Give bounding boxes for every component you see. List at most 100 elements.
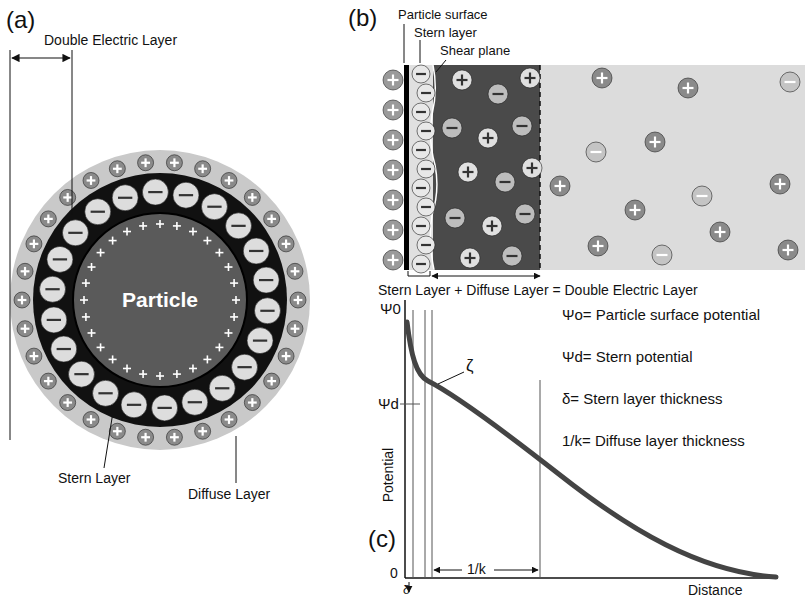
cation-symbol	[287, 263, 303, 279]
axis-value: Ψ0	[380, 300, 401, 317]
cation-symbol	[383, 70, 403, 90]
cation-symbol	[383, 160, 403, 180]
cation-symbol	[14, 292, 30, 308]
part-label: Shear plane	[440, 44, 510, 59]
definition-note: 1/k= Diffuse layer thickness	[562, 432, 745, 449]
anion-symbol	[417, 198, 435, 216]
anion-symbol	[253, 267, 279, 293]
bulk-region	[382, 65, 805, 270]
cation-symbol	[678, 78, 698, 98]
dimension-label: δ	[403, 584, 410, 598]
bracket	[408, 271, 430, 276]
anion-symbol	[488, 84, 508, 104]
cation-symbol	[383, 190, 403, 210]
axis-value: 0	[390, 565, 398, 581]
anion-symbol	[93, 380, 119, 406]
cation-symbol	[244, 395, 260, 411]
anion-symbol	[226, 213, 252, 239]
anion-symbol	[243, 238, 269, 264]
definition-note: Ψo= Particle surface potential	[562, 306, 760, 323]
cation-symbol	[195, 161, 211, 177]
anion-symbol	[247, 328, 273, 354]
anion-symbol	[173, 182, 199, 208]
anion-symbol	[412, 255, 430, 273]
anion-symbol	[412, 179, 430, 197]
anion-symbol	[62, 220, 88, 246]
cation-symbol	[278, 236, 294, 252]
cation-symbol	[522, 158, 542, 178]
cation-symbol	[244, 189, 260, 205]
definition-note: δ= Stern layer thickness	[562, 390, 723, 407]
anion-symbol	[417, 84, 435, 102]
cation-symbol	[645, 132, 665, 152]
dimension-arrow	[12, 57, 70, 58]
stern-layer-ring	[33, 173, 287, 427]
cation-symbol	[109, 423, 125, 439]
leader-line	[420, 40, 421, 63]
cation-symbol	[109, 161, 125, 177]
cation-symbol	[588, 236, 608, 256]
part-label: Stern Layer	[58, 470, 130, 486]
anion-symbol	[692, 186, 712, 206]
panel-letter: (a)	[6, 6, 35, 34]
cation-symbol	[778, 240, 798, 260]
dimension-label: Double Electric Layer	[44, 32, 177, 48]
part-label: Stern layer	[414, 26, 477, 41]
ion-symbols	[14, 155, 306, 445]
particle-circle: Particle	[72, 212, 248, 388]
axis-value: Ψd	[378, 395, 399, 412]
anion-symbol	[412, 103, 430, 121]
leader-line	[436, 60, 446, 72]
anion-symbol	[652, 245, 672, 265]
guide-line	[432, 310, 433, 578]
cation-symbol	[287, 321, 303, 337]
cation-symbol	[166, 155, 182, 171]
anion-symbol	[412, 141, 430, 159]
panel-letter: (c)	[368, 525, 396, 553]
cation-symbol	[383, 220, 403, 240]
anion-symbol	[417, 236, 435, 254]
leader-line	[404, 24, 405, 63]
cation-symbol	[221, 172, 237, 188]
anion-symbol	[412, 65, 430, 83]
cation-symbol	[482, 216, 502, 236]
cation-symbol	[383, 250, 403, 270]
dimension-arrow	[434, 570, 462, 571]
guide-line	[400, 404, 420, 405]
potential-curve	[407, 322, 776, 577]
axis-title: Potential	[380, 448, 396, 502]
cation-symbol	[710, 222, 730, 242]
anion-symbol	[112, 185, 138, 211]
x-axis	[405, 577, 778, 579]
cation-symbol	[592, 68, 612, 88]
particle-region	[382, 65, 404, 270]
anion-symbol	[85, 199, 111, 225]
cation-symbol	[17, 263, 33, 279]
cation-symbol	[60, 189, 76, 205]
leader-line	[236, 436, 237, 483]
cation-symbol	[60, 395, 76, 411]
cation-symbol	[458, 162, 478, 182]
definition-note: Ψd= Stern potential	[562, 348, 693, 365]
cation-symbol	[770, 174, 790, 194]
zeta-label: ζ	[466, 356, 474, 376]
anion-symbol	[232, 354, 258, 380]
cation-symbol	[83, 412, 99, 428]
cation-symbol	[195, 423, 211, 439]
anion-symbol	[515, 204, 535, 224]
anion-symbol	[51, 336, 77, 362]
axis-title: Distance	[688, 582, 742, 598]
cation-symbol	[383, 100, 403, 120]
anion-symbol	[40, 276, 66, 302]
anion-symbol	[495, 172, 515, 192]
guide-line	[425, 310, 426, 578]
bracket-line	[10, 50, 11, 440]
cation-symbol	[138, 155, 154, 171]
anion-symbol	[209, 375, 235, 401]
cation-symbol	[221, 412, 237, 428]
cation-symbol	[264, 373, 280, 389]
cation-symbol	[264, 211, 280, 227]
leader-line	[438, 372, 464, 384]
cation-symbol	[278, 348, 294, 364]
anion-symbol	[445, 208, 465, 228]
